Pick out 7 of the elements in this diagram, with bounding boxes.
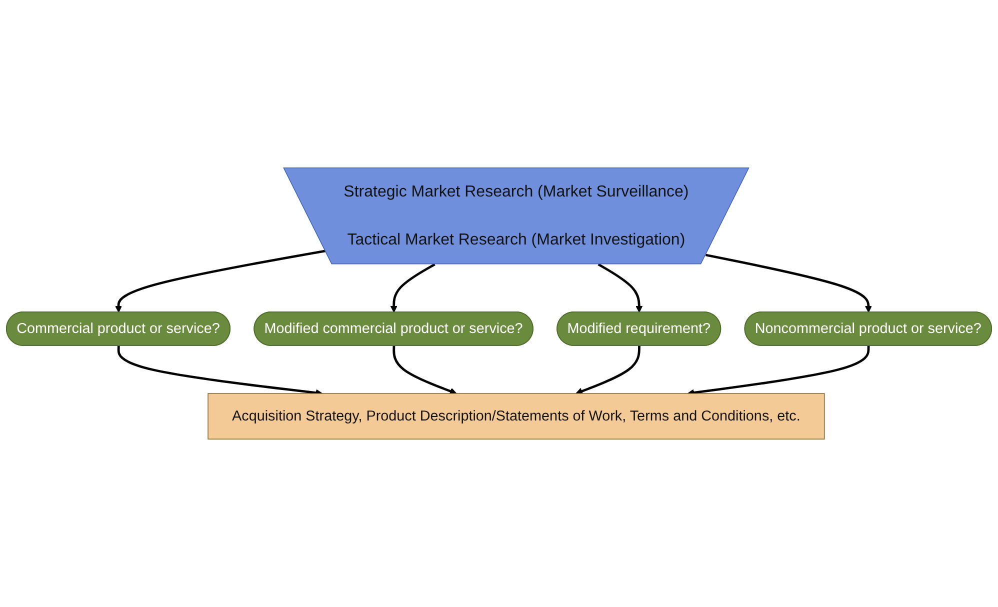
arrow	[392, 346, 457, 395]
arrow	[115, 250, 326, 313]
arrow	[390, 263, 436, 313]
node-box: Acquisition Strategy, Product Description/Statements of Work, Terms and Conditions, etc.	[208, 393, 825, 440]
arrow	[598, 263, 643, 313]
arrow	[576, 346, 640, 395]
arrow	[706, 254, 872, 313]
